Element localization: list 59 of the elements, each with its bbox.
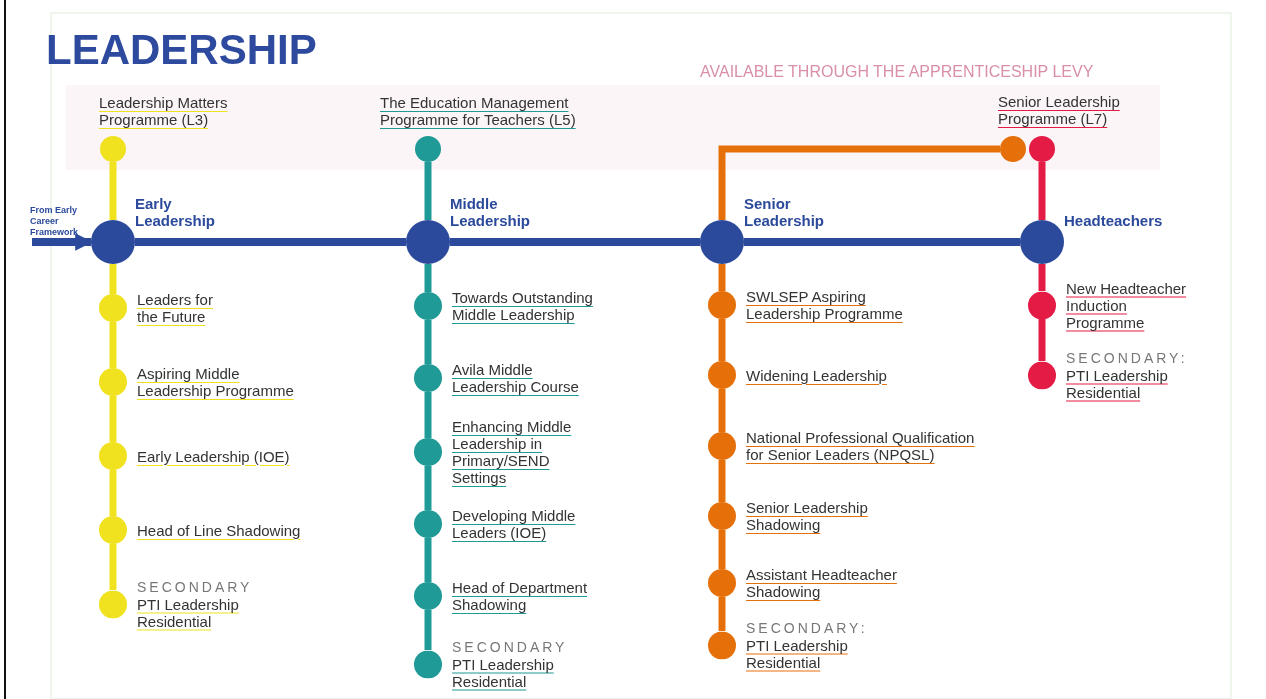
route-line (109, 470, 117, 516)
route-line (424, 392, 432, 438)
route-line (109, 264, 117, 294)
programme-label: Developing Middle Leaders (IOE) (452, 507, 577, 541)
route-line (424, 538, 432, 582)
programme-label: Leaders for the Future (137, 291, 214, 325)
programme-label: Senior Leadership Shadowing (746, 499, 869, 533)
programme-label: PTI Leadership Residential (137, 595, 240, 630)
stage-heading: Middle Leadership (450, 195, 532, 229)
programme-label: Early Leadership (IOE) (137, 447, 291, 465)
programme-label: PTI Leadership Residential (452, 655, 555, 690)
programme-label: New Headteacher Induction Programme (1066, 279, 1188, 331)
route-line (1038, 264, 1046, 291)
route-line (718, 319, 726, 361)
programme-label: Aspiring Middle Leadership Programme (137, 365, 295, 399)
programme-label: PTI Leadership Residential (746, 636, 849, 671)
stage-heading: Headteachers (1064, 212, 1164, 229)
route-line (1038, 319, 1046, 361)
route-line (109, 544, 117, 590)
programme-label: Enhancing Middle Leadership in Primary/SEND Settings (452, 418, 573, 486)
route-line (424, 320, 432, 364)
band-caption: AVAILABLE THROUGH THE APPRENTICESHIP LEVY (700, 63, 1094, 81)
start-label: From Early Career Framework (30, 205, 80, 238)
programme-label: Head of Department Shadowing (452, 579, 589, 613)
route-line (109, 396, 117, 442)
route-line (135, 238, 406, 246)
route-line (424, 610, 432, 650)
programme-label: Avila Middle Leadership Course (452, 361, 580, 395)
route-line (718, 145, 1000, 220)
route-line (1038, 162, 1046, 220)
route-line (718, 460, 726, 502)
route-line (718, 264, 726, 291)
category-label: SECONDARY: (1066, 349, 1189, 367)
route-line (109, 322, 117, 368)
programme-label: National Professional Qualification for Senior Leaders (NPQSL) (746, 429, 976, 463)
programme-label: Assistant Headteacher Shadowing (746, 566, 898, 600)
programme-label: Leadership Matters Programme (L3) (99, 94, 229, 128)
route-line (744, 238, 1020, 246)
programme-label: PTI Leadership Residential (1066, 366, 1169, 401)
programme-label: Towards Outstanding Middle Leadership (452, 289, 594, 323)
route-line (109, 162, 117, 220)
route-line (450, 238, 700, 246)
programme-label: Widening Leadership (746, 366, 888, 384)
programme-label: Head of Line Shadowing (137, 521, 302, 539)
programme-label: Senior Leadership Programme (L7) (998, 93, 1121, 127)
route-line (718, 597, 726, 631)
route-line (424, 264, 432, 292)
route-line (424, 162, 432, 220)
route-line (718, 530, 726, 569)
route-line (718, 389, 726, 432)
programme-label: SWLSEP Aspiring Leadership Programme (746, 288, 904, 322)
programme-label: The Education Management Programme for Teachers (L5) (380, 94, 577, 128)
category-label: SECONDARY (452, 638, 569, 656)
stage-heading: Senior Leadership (744, 195, 826, 229)
category-label: SECONDARY: (746, 619, 869, 637)
title: LEADERSHIP (46, 26, 317, 74)
stage-heading: Early Leadership (135, 195, 217, 229)
route-line (424, 466, 432, 510)
category-label: SECONDARY (137, 578, 254, 596)
